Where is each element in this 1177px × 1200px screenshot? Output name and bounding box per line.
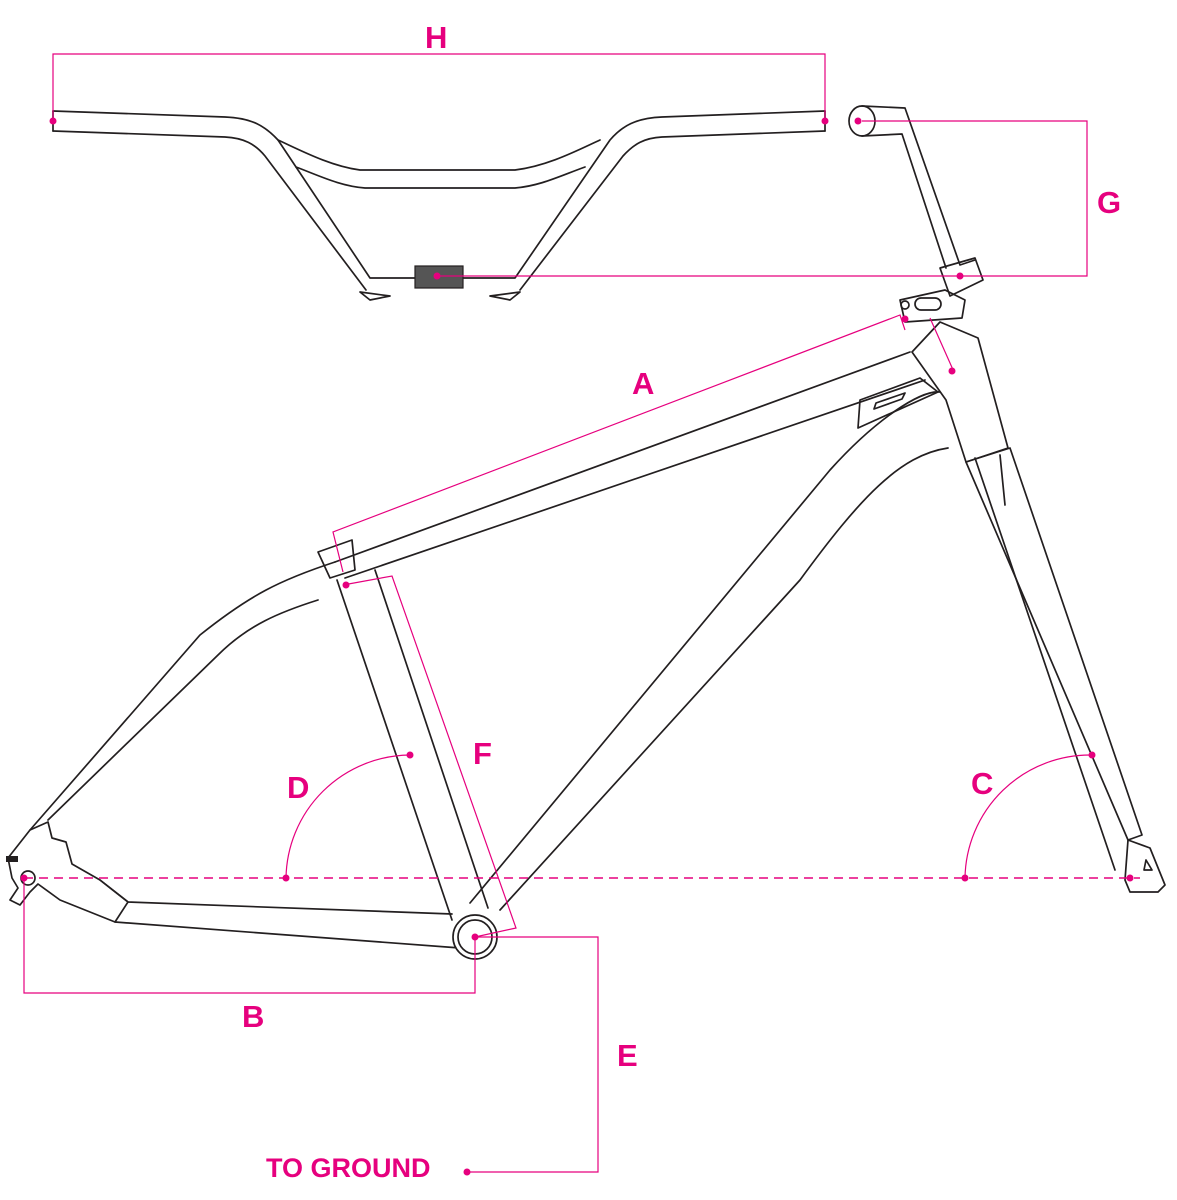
- label-a: A: [632, 366, 654, 401]
- label-d: D: [287, 770, 309, 805]
- dimension-lines: [23, 53, 1140, 1173]
- handlebar: [52, 110, 826, 301]
- dimension-dot: [342, 581, 350, 589]
- dim-g-line: [862, 120, 1088, 277]
- label-to-ground: TO GROUND: [266, 1153, 431, 1183]
- label-e: E: [617, 1038, 638, 1073]
- dim-a-line: [332, 314, 906, 573]
- dim-b-line: [23, 878, 476, 994]
- label-b: B: [242, 999, 264, 1034]
- dim-f-line: [342, 575, 517, 938]
- dimension-dot: [463, 1168, 471, 1176]
- dim-e-line: [467, 936, 599, 1173]
- dimension-dot: [821, 117, 829, 125]
- label-h: H: [425, 20, 447, 55]
- frame: [6, 321, 1009, 960]
- dimension-dot: [901, 315, 909, 323]
- dimension-labels: H G A F D C B E TO GROUND: [242, 20, 1121, 1183]
- dimension-dot: [433, 272, 441, 280]
- dimension-dot: [20, 874, 28, 882]
- dimension-dot: [1088, 751, 1096, 759]
- dimension-dot: [282, 874, 290, 882]
- dimension-dot: [1126, 874, 1134, 882]
- dimension-dot: [471, 933, 479, 941]
- dimension-dots: [20, 117, 1134, 1176]
- dim-h-line: [52, 53, 826, 121]
- dim-d-arc: [285, 754, 411, 879]
- fork: [965, 447, 1166, 893]
- dimension-dot: [49, 117, 57, 125]
- label-c: C: [971, 766, 993, 801]
- label-g: G: [1097, 185, 1121, 220]
- dimension-dot: [406, 751, 414, 759]
- dim-head-axis-line: [929, 317, 955, 373]
- dim-c-arc: [964, 754, 1093, 879]
- dimension-dot: [961, 874, 969, 882]
- dimension-dot: [854, 117, 862, 125]
- label-f: F: [473, 736, 492, 771]
- dimension-dot: [948, 367, 956, 375]
- dimension-dot: [956, 272, 964, 280]
- stem: [848, 105, 984, 323]
